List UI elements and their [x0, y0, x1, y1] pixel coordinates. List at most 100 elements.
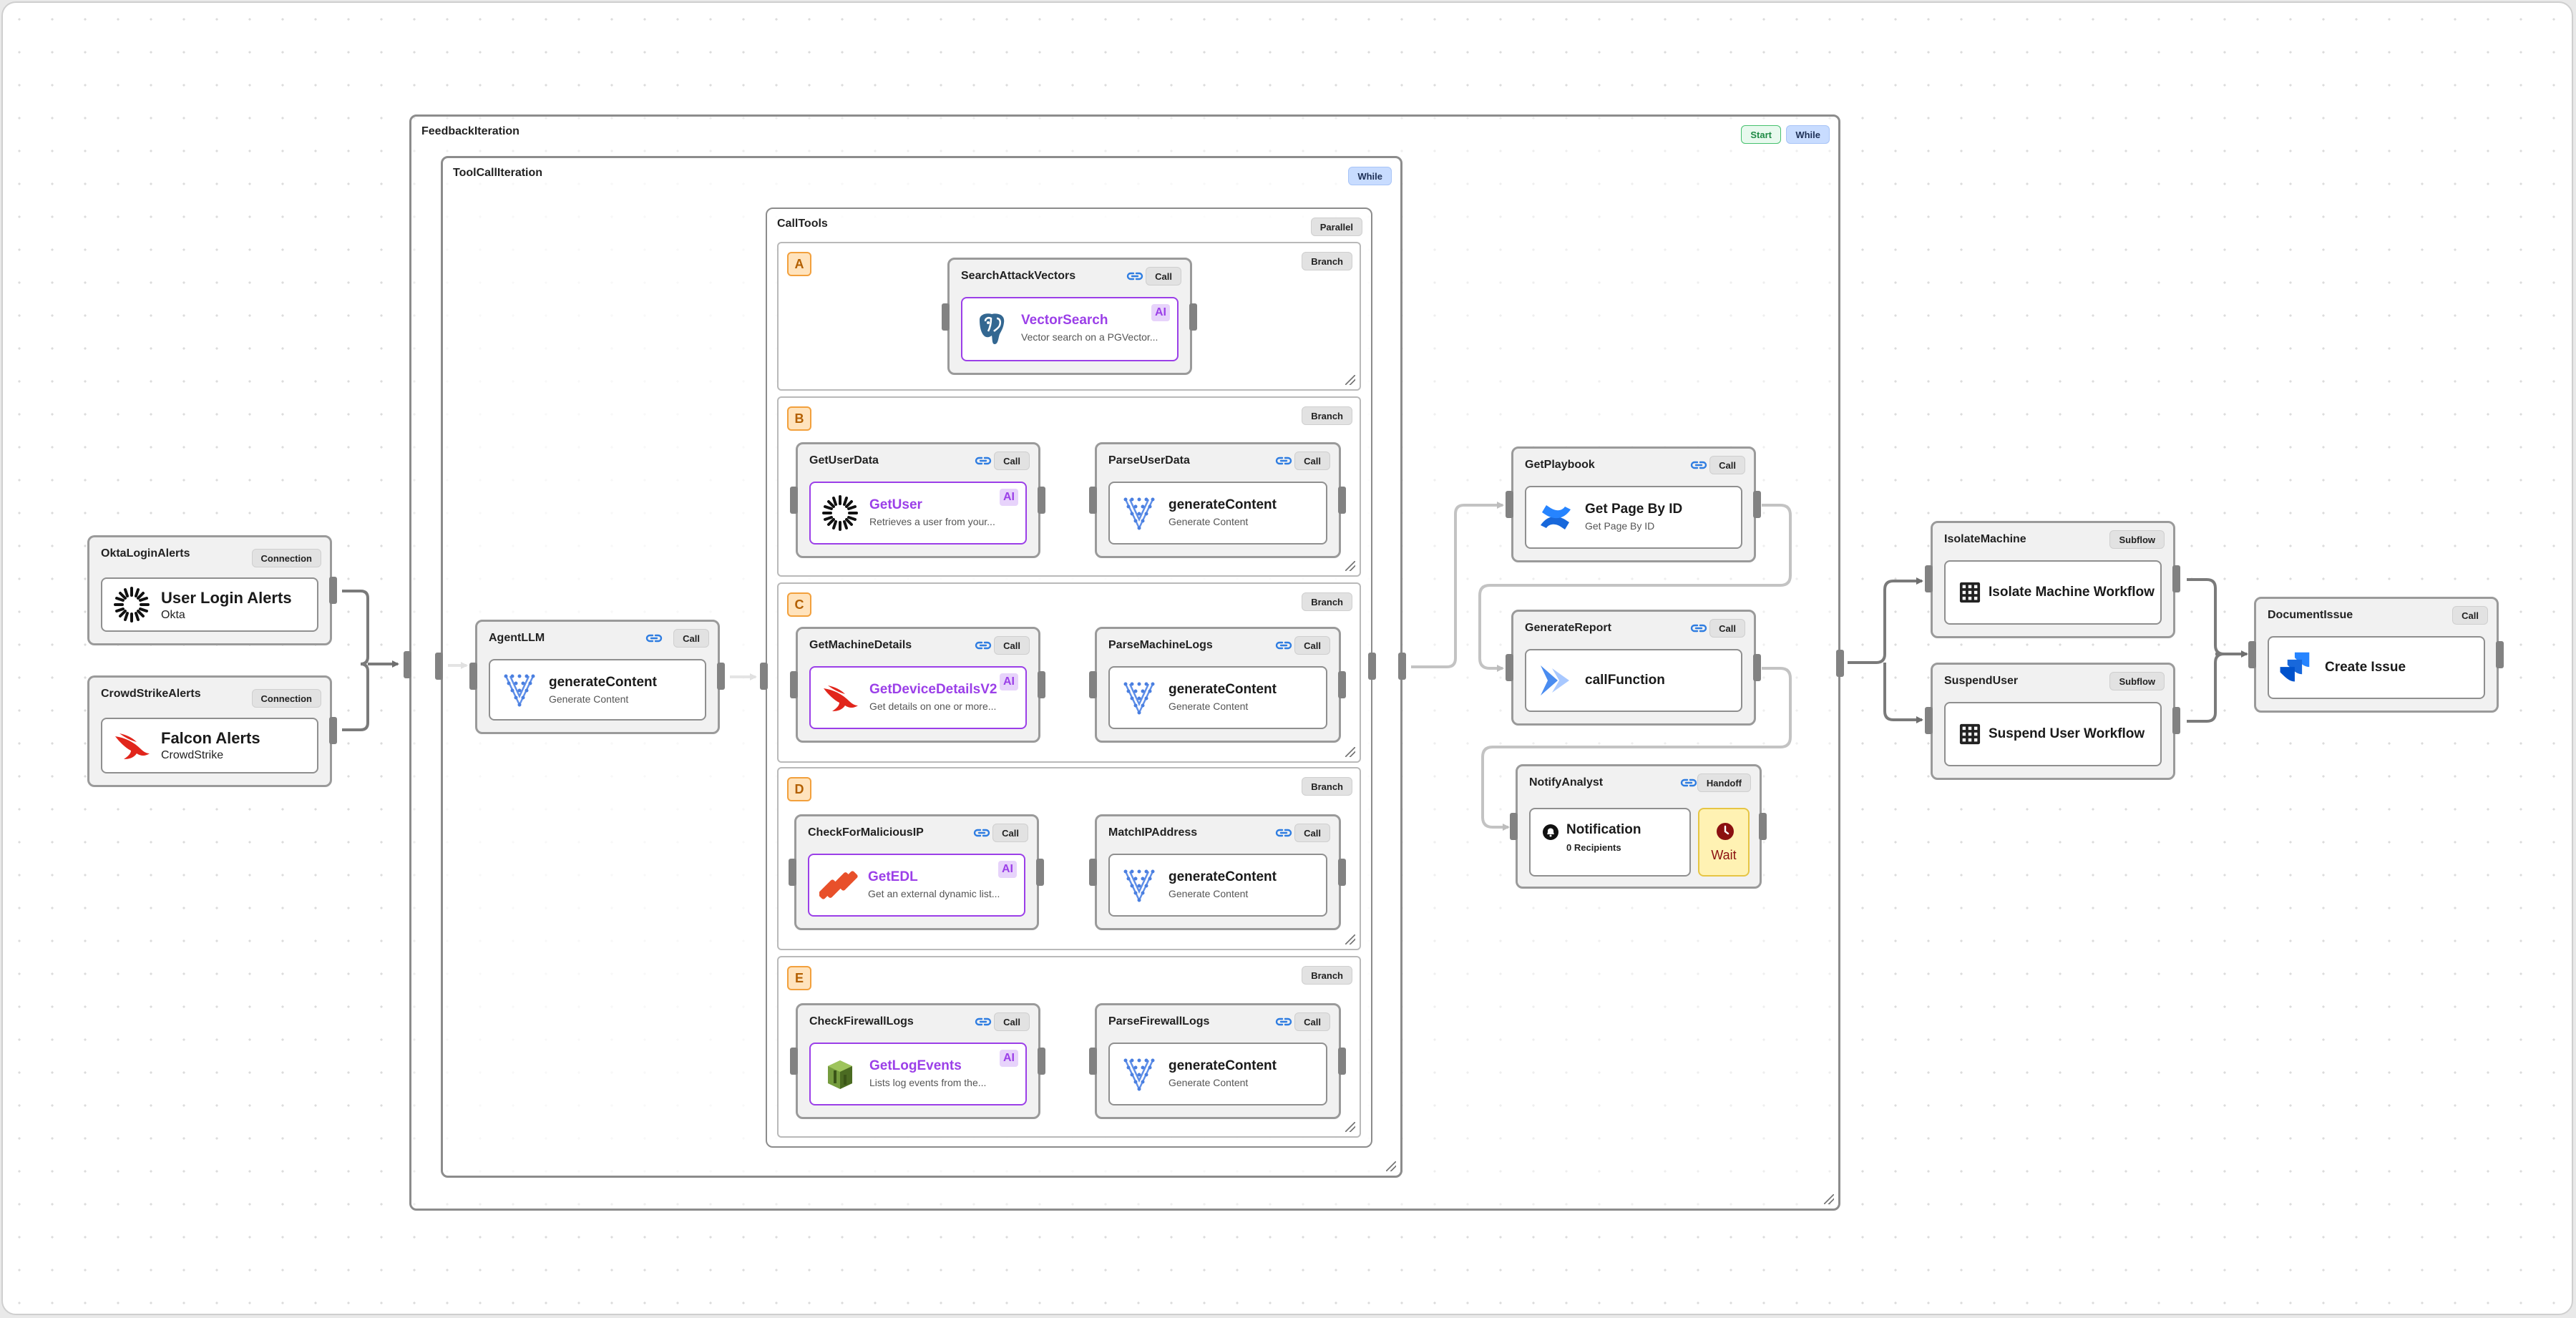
output-handle[interactable] [1398, 653, 1406, 680]
output-handle[interactable] [329, 717, 337, 744]
input-handle[interactable] [1925, 707, 1933, 734]
link-icon[interactable] [1274, 638, 1293, 653]
input-handle[interactable] [1089, 1048, 1097, 1075]
resize-handle[interactable] [1345, 934, 1355, 944]
node-check-for-malicious-ip[interactable]: CheckForMaliciousIP Call GetEDL Get an e… [794, 814, 1039, 930]
node-generate-report[interactable]: GenerateReport Call callFunction [1511, 610, 1756, 726]
link-icon[interactable] [972, 825, 991, 841]
link-icon[interactable] [645, 630, 663, 646]
link-icon[interactable] [1274, 1014, 1293, 1030]
output-handle[interactable] [1038, 487, 1045, 514]
resize-handle[interactable] [1345, 561, 1355, 571]
link-icon[interactable] [1126, 268, 1144, 284]
output-handle[interactable] [1038, 1048, 1045, 1075]
action-card[interactable]: GetEDL Get an external dynamic list... A… [808, 854, 1025, 917]
output-handle[interactable] [1338, 671, 1346, 698]
action-card[interactable]: generateContent Generate Content [489, 659, 706, 721]
input-handle[interactable] [469, 663, 477, 690]
output-handle[interactable] [1189, 303, 1197, 331]
link-icon[interactable] [1689, 620, 1708, 636]
node-isolate-machine[interactable]: IsolateMachine Subflow Isolate Machine W… [1931, 521, 2175, 638]
action-card[interactable]: generateContent Generate Content [1108, 854, 1327, 917]
node-notify-analyst[interactable]: NotifyAnalyst Handoff Notification 0 Rec… [1516, 764, 1762, 889]
input-handle[interactable] [942, 303, 950, 331]
link-icon[interactable] [974, 453, 992, 469]
resize-handle[interactable] [1386, 1161, 1396, 1171]
action-card[interactable]: generateContent Generate Content [1108, 666, 1327, 729]
output-handle[interactable] [1036, 859, 1044, 886]
node-search-attack-vectors[interactable]: SearchAttackVectors Call VectorSearch Ve… [947, 258, 1192, 375]
branch-badge: Branch [1302, 406, 1352, 425]
output-handle[interactable] [1753, 654, 1761, 681]
output-handle[interactable] [1753, 491, 1761, 518]
node-match-ip-address[interactable]: MatchIPAddress Call generateContent Gene… [1095, 814, 1341, 930]
action-card[interactable]: Create Issue [2268, 636, 2485, 699]
node-get-machine-details[interactable]: GetMachineDetails Call GetDeviceDetailsV… [796, 627, 1040, 743]
output-handle[interactable] [2172, 707, 2180, 734]
output-handle[interactable] [329, 577, 337, 604]
link-icon[interactable] [1274, 453, 1293, 469]
node-parse-user-data[interactable]: ParseUserData Call generateContent Gener… [1095, 442, 1341, 558]
action-card[interactable]: Falcon Alerts CrowdStrike [101, 718, 318, 773]
input-handle[interactable] [1089, 487, 1097, 514]
input-handle[interactable] [1089, 859, 1097, 886]
node-get-playbook[interactable]: GetPlaybook Call Get Page By ID Get Page… [1511, 446, 1756, 562]
link-icon[interactable] [974, 638, 992, 653]
subflow-card[interactable]: Suspend User Workflow [1944, 702, 2162, 766]
node-document-issue[interactable]: DocumentIssue Call Create Issue [2254, 597, 2499, 713]
action-card[interactable]: GetUser Retrieves a user from your... AI [809, 482, 1027, 545]
input-handle[interactable] [1506, 491, 1513, 518]
output-handle[interactable] [717, 663, 725, 690]
node-get-user-data[interactable]: GetUserData Call GetUser Retrieves a use… [796, 442, 1040, 558]
subflow-card[interactable]: Isolate Machine Workflow [1944, 560, 2162, 625]
output-handle[interactable] [1759, 813, 1767, 840]
input-handle[interactable] [1925, 565, 1933, 592]
notification-card[interactable]: Notification 0 Recipients [1529, 808, 1691, 877]
link-icon[interactable] [974, 1014, 992, 1030]
action-card[interactable]: User Login Alerts Okta [101, 577, 318, 632]
node-crowdstrike-alerts[interactable]: CrowdStrikeAlerts Connection Falcon Aler… [87, 675, 332, 787]
input-handle[interactable] [404, 651, 411, 678]
output-handle[interactable] [1338, 859, 1346, 886]
link-icon[interactable] [1274, 825, 1293, 841]
input-handle[interactable] [790, 671, 798, 698]
node-suspend-user[interactable]: SuspendUser Subflow Suspend User Workflo… [1931, 663, 2175, 780]
resize-handle[interactable] [1345, 375, 1355, 385]
input-handle[interactable] [760, 663, 768, 690]
input-handle[interactable] [1510, 813, 1518, 840]
resize-handle[interactable] [1824, 1194, 1834, 1204]
action-card[interactable]: VectorSearch Vector search on a PGVector… [961, 297, 1179, 361]
resize-handle[interactable] [1345, 747, 1355, 757]
input-handle[interactable] [790, 1048, 798, 1075]
resize-handle[interactable] [1345, 1122, 1355, 1132]
node-agent-llm[interactable]: AgentLLM Call generateContent Generate C… [475, 620, 720, 734]
output-handle[interactable] [1338, 487, 1346, 514]
input-handle[interactable] [790, 487, 798, 514]
subflow-badge: Subflow [2109, 672, 2165, 690]
node-check-firewall-logs[interactable]: CheckFirewallLogs Call GetLogEvents List… [796, 1003, 1040, 1119]
output-handle[interactable] [2172, 565, 2180, 592]
action-card[interactable]: callFunction [1525, 649, 1742, 712]
action-card[interactable]: Get Page By ID Get Page By ID [1525, 486, 1742, 549]
input-handle[interactable] [2248, 641, 2256, 668]
output-handle[interactable] [1836, 650, 1844, 677]
input-handle[interactable] [435, 653, 443, 680]
action-card[interactable]: GetLogEvents Lists log events from the..… [809, 1043, 1027, 1105]
output-handle[interactable] [2496, 641, 2504, 668]
output-handle[interactable] [1338, 1048, 1346, 1075]
output-handle[interactable] [1038, 671, 1045, 698]
action-card[interactable]: generateContent Generate Content [1108, 482, 1327, 545]
node-okta-login-alerts[interactable]: OktaLoginAlerts Connection User Login Al… [87, 535, 332, 645]
input-handle[interactable] [1089, 671, 1097, 698]
link-icon[interactable] [1679, 775, 1698, 791]
input-handle[interactable] [1506, 654, 1513, 681]
node-parse-firewall-logs[interactable]: ParseFirewallLogs Call generateContent G… [1095, 1003, 1341, 1119]
action-card[interactable]: GetDeviceDetailsV2 Get details on one or… [809, 666, 1027, 729]
action-card[interactable]: generateContent Generate Content [1108, 1043, 1327, 1105]
wait-step[interactable]: Wait [1698, 808, 1750, 877]
input-handle[interactable] [789, 859, 796, 886]
output-handle[interactable] [1368, 653, 1376, 680]
node-parse-machine-logs[interactable]: ParseMachineLogs Call generateContent Ge… [1095, 627, 1341, 743]
link-icon[interactable] [1689, 457, 1708, 473]
